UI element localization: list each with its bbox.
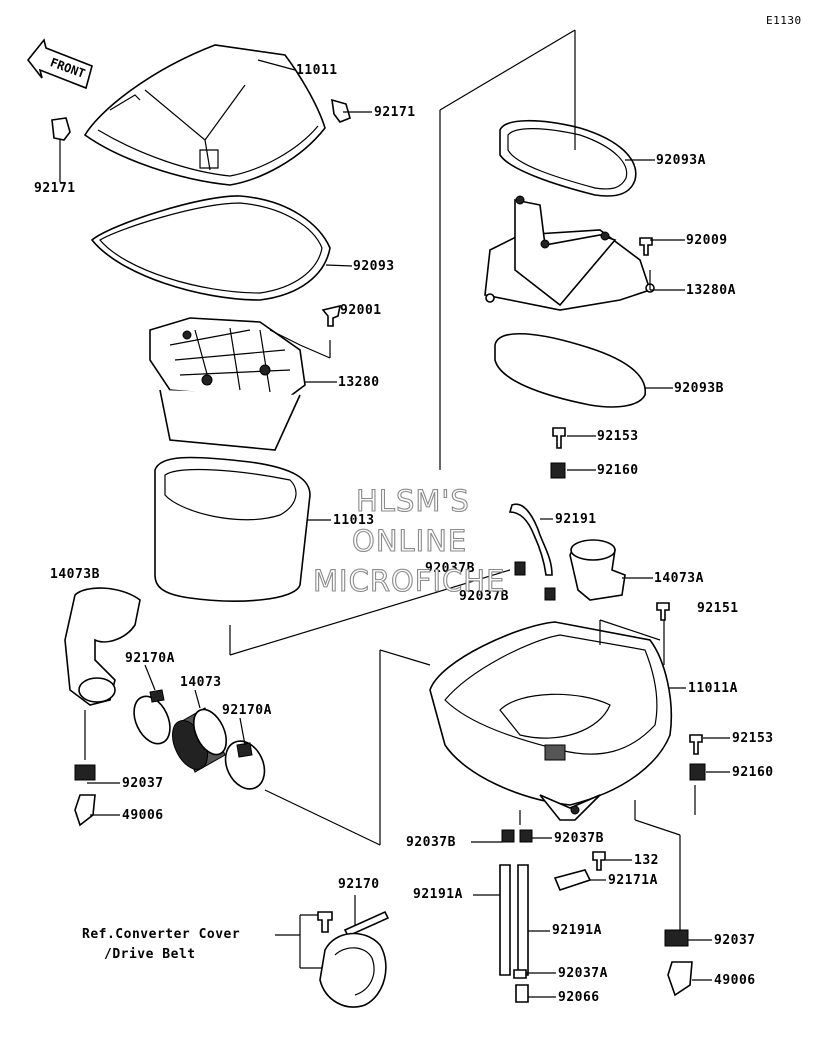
clamp-92037B-lower-right [519, 829, 533, 843]
duct-14073B [64, 587, 141, 706]
bolt-92170 [343, 910, 390, 938]
grommet-92160-upper [550, 462, 566, 479]
cap-49006-left [74, 794, 96, 827]
bolt-converter [317, 911, 333, 933]
reference-note-line1: Ref.Converter Cover [82, 927, 241, 942]
part-label-49006-right: 49006 [714, 973, 756, 988]
clamp-92170A-left [133, 689, 171, 745]
part-label-92191A-b: 92191A [552, 923, 602, 938]
wing-nut-92001 [321, 304, 342, 327]
part-label-92037B-b: 92037B [459, 589, 509, 604]
part-label-132: 132 [634, 853, 659, 868]
watermark-line2: ONLINE [351, 524, 468, 558]
plug-92066 [515, 984, 529, 1003]
part-label-92170A-a: 92170A [125, 651, 175, 666]
watermark-line3: MICROFICHE [312, 564, 506, 598]
part-label-92170: 92170 [338, 877, 380, 892]
bolt-92153-upper [552, 427, 566, 449]
part-label-92001: 92001 [340, 303, 382, 318]
part-label-92037B-c: 92037B [406, 835, 456, 850]
clip-92037A [513, 969, 527, 979]
part-label-92037B-a: 92037B [425, 561, 475, 576]
part-label-13280A: 13280A [686, 283, 736, 298]
part-label-14073B: 14073B [50, 567, 100, 582]
part-label-92037-right: 92037 [714, 933, 756, 948]
clamp-92037B-upper-left [514, 561, 526, 576]
tube-92191A-left [499, 864, 511, 976]
filter-holder-13280A [484, 195, 655, 311]
part-label-92191: 92191 [555, 512, 597, 527]
reference-note-line2: /Drive Belt [104, 947, 196, 962]
gasket-92093 [90, 195, 331, 301]
clamp-92037-left [74, 764, 96, 781]
part-label-92037-left: 92037 [122, 776, 164, 791]
part-label-92093B: 92093B [674, 381, 724, 396]
part-label-92160-lower: 92160 [732, 765, 774, 780]
part-label-92171-left: 92171 [34, 181, 76, 196]
clamp-92037B-upper-right [544, 587, 556, 601]
part-label-92171A: 92171A [608, 873, 658, 888]
gasket-92093B [494, 332, 646, 408]
part-label-92153-lower: 92153 [732, 731, 774, 746]
part-label-92066: 92066 [558, 990, 600, 1005]
part-label-92160-upper: 92160 [597, 463, 639, 478]
part-label-92009: 92009 [686, 233, 728, 248]
clamp-92170A-right [224, 740, 266, 790]
part-label-14073A: 14073A [654, 571, 704, 586]
part-label-11011A: 11011A [688, 681, 738, 696]
part-label-92170A-b: 92170A [222, 703, 272, 718]
watermark-line1: HLSM'S [355, 484, 470, 518]
clamp-92037-right [664, 929, 689, 947]
part-label-92037B-d: 92037B [554, 831, 604, 846]
part-label-92171-top: 92171 [374, 105, 416, 120]
part-label-14073: 14073 [180, 675, 222, 690]
clip-92171-left [51, 117, 71, 141]
clamp-92037B-lower-left [501, 829, 515, 843]
part-label-92153-upper: 92153 [597, 429, 639, 444]
part-label-49006-left: 49006 [122, 808, 164, 823]
grommet-92160-lower [689, 763, 706, 781]
clip-92171-right [331, 98, 351, 123]
air-cleaner-cover [83, 44, 326, 186]
tube-92191A-right [517, 864, 529, 976]
part-label-11013: 11013 [333, 513, 375, 528]
leader-lines [59, 29, 730, 998]
part-label-92037A: 92037A [558, 966, 608, 981]
part-label-92093A: 92093A [656, 153, 706, 168]
part-label-92151: 92151 [697, 601, 739, 616]
duct-14073A [569, 539, 626, 601]
filter-element-11013 [154, 456, 311, 602]
gasket-92093A [499, 119, 637, 197]
hose-92191 [508, 503, 553, 576]
part-label-92093: 92093 [353, 259, 395, 274]
front-arrow-icon: FRONT [26, 38, 93, 90]
part-label-92191A-a: 92191A [413, 887, 463, 902]
part-label-11011: 11011 [296, 63, 338, 78]
cap-49006-right [667, 961, 693, 997]
bolt-132 [592, 851, 606, 871]
converter-cover [319, 932, 387, 1008]
joint-14073 [172, 707, 228, 773]
diagram-code: E1130 [766, 14, 802, 27]
filter-holder-13280 [149, 317, 306, 451]
bolt-92153-lower [689, 734, 703, 755]
air-cleaner-case-11011A [429, 621, 673, 821]
part-label-13280: 13280 [338, 375, 380, 390]
bolt-92151 [656, 602, 670, 621]
bracket-92171A [553, 869, 592, 891]
